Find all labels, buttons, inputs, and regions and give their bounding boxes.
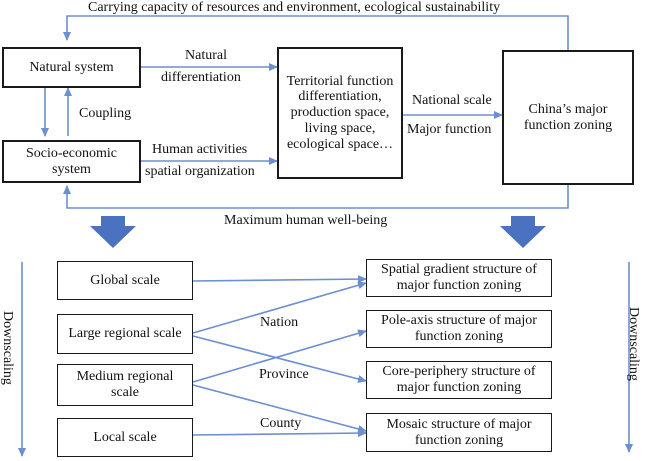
natural-diff-label-2: differentiation — [161, 70, 241, 85]
territorial-function-label: Territorial function differentiation, pr… — [286, 73, 394, 152]
china-zoning-box: China’s major function zoning — [502, 50, 634, 185]
natural-system-box: Natural system — [2, 47, 141, 88]
bottom-feedback-label: Maximum human well-being — [224, 213, 388, 228]
local-to-mosaic — [192, 429, 367, 438]
territorial-function-box: Territorial function differentiation, pr… — [277, 47, 403, 179]
feedback-line-top — [63, 15, 569, 50]
structure-label-gradient: Spatial gradient structure of major func… — [381, 262, 537, 293]
scale-label-medium-regional: Medium regional scale — [76, 369, 174, 400]
level-label-province: Province — [259, 367, 309, 382]
global-to-gradient — [192, 275, 367, 284]
large-to-gradient — [192, 281, 367, 334]
scale-label-large-regional: Large regional scale — [68, 326, 182, 342]
human-activities-label-1: Human activities — [152, 142, 248, 157]
scale-label-local: Local scale — [93, 429, 157, 445]
socio-economic-system-label: Socio-economic system — [26, 145, 117, 177]
major-function-label: Major function — [407, 122, 492, 137]
national-scale-label: National scale — [412, 93, 492, 108]
structure-label-pole-axis: Pole-axis structure of major function zo… — [381, 313, 537, 344]
scale-box-medium-regional: Medium regional scale — [57, 364, 193, 406]
feedback-label: Carrying capacity of resources and envir… — [88, 0, 501, 15]
scale-box-large-regional: Large regional scale — [57, 314, 193, 354]
medium-to-mosaic — [192, 384, 367, 433]
block-arrow-right — [500, 216, 546, 248]
level-label-nation: Nation — [260, 315, 299, 330]
medium-to-pole — [192, 329, 367, 383]
downscaling-label-left: Downscaling — [0, 311, 15, 385]
large-to-core — [192, 335, 367, 383]
block-arrow-left — [90, 216, 136, 248]
structure-label-mosaic: Mosaic structure of major function zonin… — [386, 416, 532, 448]
scale-box-local: Local scale — [57, 418, 193, 457]
natural-system-label: Natural system — [29, 59, 114, 75]
structure-box-gradient: Spatial gradient structure of major func… — [366, 259, 552, 297]
socio-economic-system-box: Socio-economic system — [2, 140, 141, 183]
level-label-county: County — [260, 416, 302, 431]
structure-label-core-periphery: Core-periphery structure of major functi… — [382, 364, 536, 395]
natural-diff-label-1: Natural — [185, 48, 227, 63]
structure-box-core-periphery: Core-periphery structure of major functi… — [366, 361, 552, 399]
scale-label-global: Global scale — [90, 272, 160, 288]
structure-box-pole-axis: Pole-axis structure of major function zo… — [366, 310, 552, 348]
china-zoning-label: China’s major function zoning — [523, 101, 613, 133]
structure-box-mosaic: Mosaic structure of major function zonin… — [366, 413, 552, 452]
downscaling-label-right: Downscaling — [625, 307, 641, 381]
feedback-line-bottom — [63, 185, 569, 209]
coupling-label: Coupling — [79, 106, 132, 121]
scale-box-global: Global scale — [57, 261, 193, 300]
human-activities-label-2: spatial organization — [145, 164, 255, 179]
